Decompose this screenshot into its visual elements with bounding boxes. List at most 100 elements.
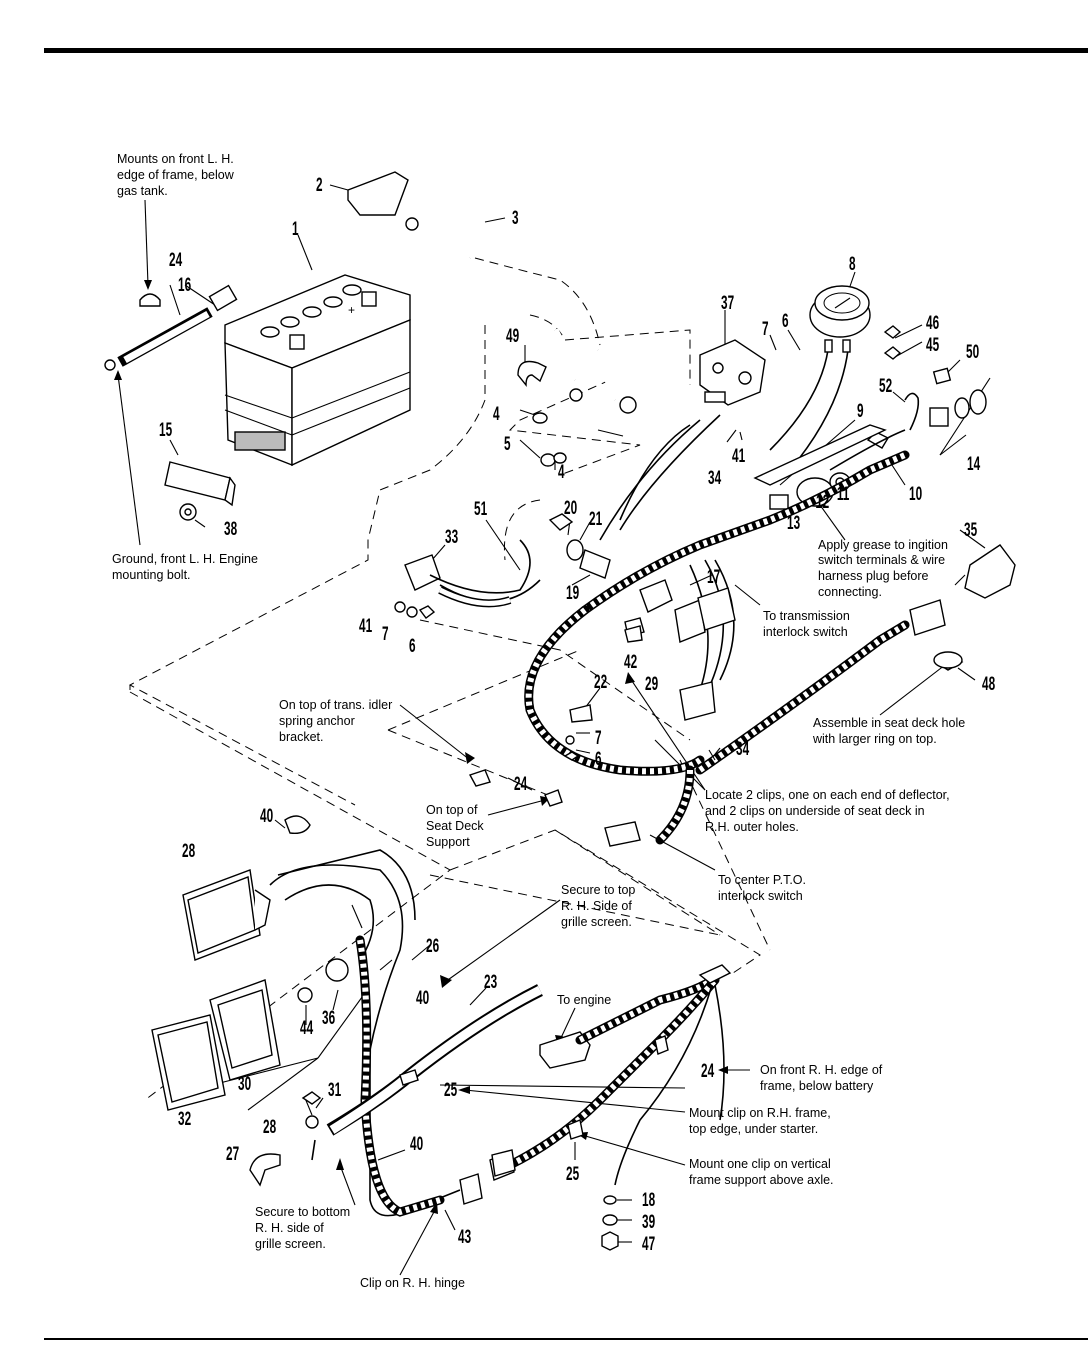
note-mount-clip-rh: Mount clip on R.H. frame, top edge, unde… — [689, 1106, 831, 1136]
callout-6: 6 — [782, 311, 789, 331]
callout-41: 41 — [732, 446, 745, 466]
svg-text:To engine: To engine — [557, 993, 611, 1007]
annotation-notes: Mounts on front L. H. edge of frame, bel… — [112, 152, 965, 1290]
svg-text:interlock switch: interlock switch — [763, 625, 848, 639]
callout-37: 37 — [721, 293, 734, 313]
callout-39: 39 — [642, 1212, 655, 1232]
svg-text:mounting bolt.: mounting bolt. — [112, 568, 191, 582]
callout-22: 22 — [594, 672, 607, 692]
callout-44: 44 — [300, 1018, 313, 1038]
callout-48: 48 — [982, 674, 995, 694]
callout-41: 41 — [359, 616, 372, 636]
svg-text:bracket.: bracket. — [279, 730, 323, 744]
callout-33: 33 — [445, 527, 458, 547]
callout-32: 32 — [178, 1109, 191, 1129]
callout-24: 24 — [514, 774, 527, 794]
callout-19: 19 — [566, 583, 579, 603]
note-secure-bottom: Secure to bottom R. H. side of grille sc… — [255, 1205, 350, 1251]
callout-16: 16 — [178, 275, 191, 295]
svg-text:top edge, under starter.: top edge, under starter. — [689, 1122, 818, 1136]
note-seat-deck-support: On top of Seat Deck Support — [426, 803, 484, 849]
svg-text:Locate 2 clips, one on each en: Locate 2 clips, one on each end of defle… — [705, 788, 950, 802]
callout-49: 49 — [506, 326, 519, 346]
svg-text:Clip on R. H. hinge: Clip on R. H. hinge — [360, 1276, 465, 1290]
note-to-engine: To engine — [557, 993, 611, 1007]
callout-24: 24 — [169, 250, 182, 270]
note-trans-idler: On top of trans. idler spring anchor bra… — [279, 698, 392, 744]
callout-43: 43 — [458, 1227, 471, 1247]
note-center-pto: To center P.T.O. interlock switch — [718, 873, 806, 903]
battery-bracket — [164, 461, 236, 521]
svg-text:On top of: On top of — [426, 803, 478, 817]
callout-20: 20 — [564, 498, 577, 518]
ground-cable — [104, 284, 238, 371]
top-rule — [44, 48, 1088, 53]
callout-40: 40 — [260, 806, 273, 826]
svg-text:R. H. Side of: R. H. Side of — [561, 899, 632, 913]
callout-23: 23 — [484, 972, 497, 992]
hour-meter — [769, 285, 871, 471]
note-apply-grease: Apply grease to ingition switch terminal… — [818, 538, 948, 599]
svg-text:and 2 clips on underside of se: and 2 clips on underside of seat deck in — [705, 804, 925, 818]
callout-5: 5 — [504, 434, 511, 454]
svg-text:edge of frame, below: edge of frame, below — [117, 168, 235, 182]
pto-switch — [394, 539, 541, 619]
note-secure-top: Secure to top R. H. Side of grille scree… — [561, 883, 635, 929]
callout-9: 9 — [857, 401, 864, 421]
dashed-outlines — [128, 257, 771, 1101]
svg-text:R.H. outer holes.: R.H. outer holes. — [705, 820, 799, 834]
callout-6: 6 — [409, 636, 416, 656]
callout-7: 7 — [595, 728, 602, 748]
svg-text:frame, below battery: frame, below battery — [760, 1079, 874, 1093]
callout-24: 24 — [701, 1061, 714, 1081]
bottom-rule — [44, 1338, 1088, 1340]
callout-27: 27 — [226, 1144, 239, 1164]
callout-40: 40 — [410, 1134, 423, 1154]
callout-18: 18 — [642, 1190, 655, 1210]
callout-numbers: 1 2 3 4 4 5 6 6 6 7 7 7 8 9 10 11 12 13 … — [159, 175, 995, 1254]
terminal-cover-and-cable — [347, 171, 477, 260]
svg-text:Support: Support — [426, 835, 470, 849]
callout-4: 4 — [493, 404, 500, 424]
callout-1: 1 — [292, 219, 299, 239]
svg-text:interlock switch: interlock switch — [718, 889, 803, 903]
svg-text:On top of trans. idler: On top of trans. idler — [279, 698, 392, 712]
battery: + — [224, 274, 411, 467]
callout-38: 38 — [224, 519, 237, 539]
svg-text:Assemble in seat deck hole: Assemble in seat deck hole — [813, 716, 965, 730]
callout-46: 46 — [926, 313, 939, 333]
harness-terminals — [517, 328, 691, 579]
callout-7: 7 — [762, 319, 769, 339]
callout-42: 42 — [624, 652, 637, 672]
callout-28: 28 — [263, 1117, 276, 1137]
callout-29: 29 — [645, 674, 658, 694]
callout-10: 10 — [909, 484, 922, 504]
callout-6: 6 — [595, 749, 602, 769]
svg-text:To transmission: To transmission — [763, 609, 850, 623]
main-harness — [524, 414, 946, 847]
svg-text:Mount one clip on vertical: Mount one clip on vertical — [689, 1157, 831, 1171]
callout-25: 25 — [566, 1164, 579, 1184]
note-seat-deck-hole: Assemble in seat deck hole with larger r… — [812, 716, 965, 746]
svg-text:spring anchor: spring anchor — [279, 714, 355, 728]
callout-34: 34 — [708, 468, 721, 488]
callout-47: 47 — [642, 1234, 655, 1254]
svg-text:Seat Deck: Seat Deck — [426, 819, 484, 833]
seat-switch — [933, 544, 1016, 671]
svg-text:switch terminals & wire: switch terminals & wire — [818, 553, 945, 567]
note-mounts-front-lh: Mounts on front L. H. edge of frame, bel… — [117, 152, 235, 198]
svg-text:Mounts on front L. H.: Mounts on front L. H. — [117, 152, 234, 166]
starter-cable — [249, 984, 591, 1187]
svg-text:frame support above axle.: frame support above axle. — [689, 1173, 834, 1187]
callout-45: 45 — [926, 335, 939, 355]
svg-text:To center P.T.O.: To center P.T.O. — [718, 873, 806, 887]
note-locate-clips: Locate 2 clips, one on each end of defle… — [705, 788, 950, 834]
callout-30: 30 — [238, 1074, 251, 1094]
lower-harness — [491, 964, 732, 1251]
svg-text:grille screen.: grille screen. — [561, 915, 632, 929]
note-ground: Ground, front L. H. Engine mounting bolt… — [112, 552, 258, 582]
callout-35: 35 — [964, 520, 977, 540]
callout-13: 13 — [787, 513, 800, 533]
callout-50: 50 — [966, 342, 979, 362]
